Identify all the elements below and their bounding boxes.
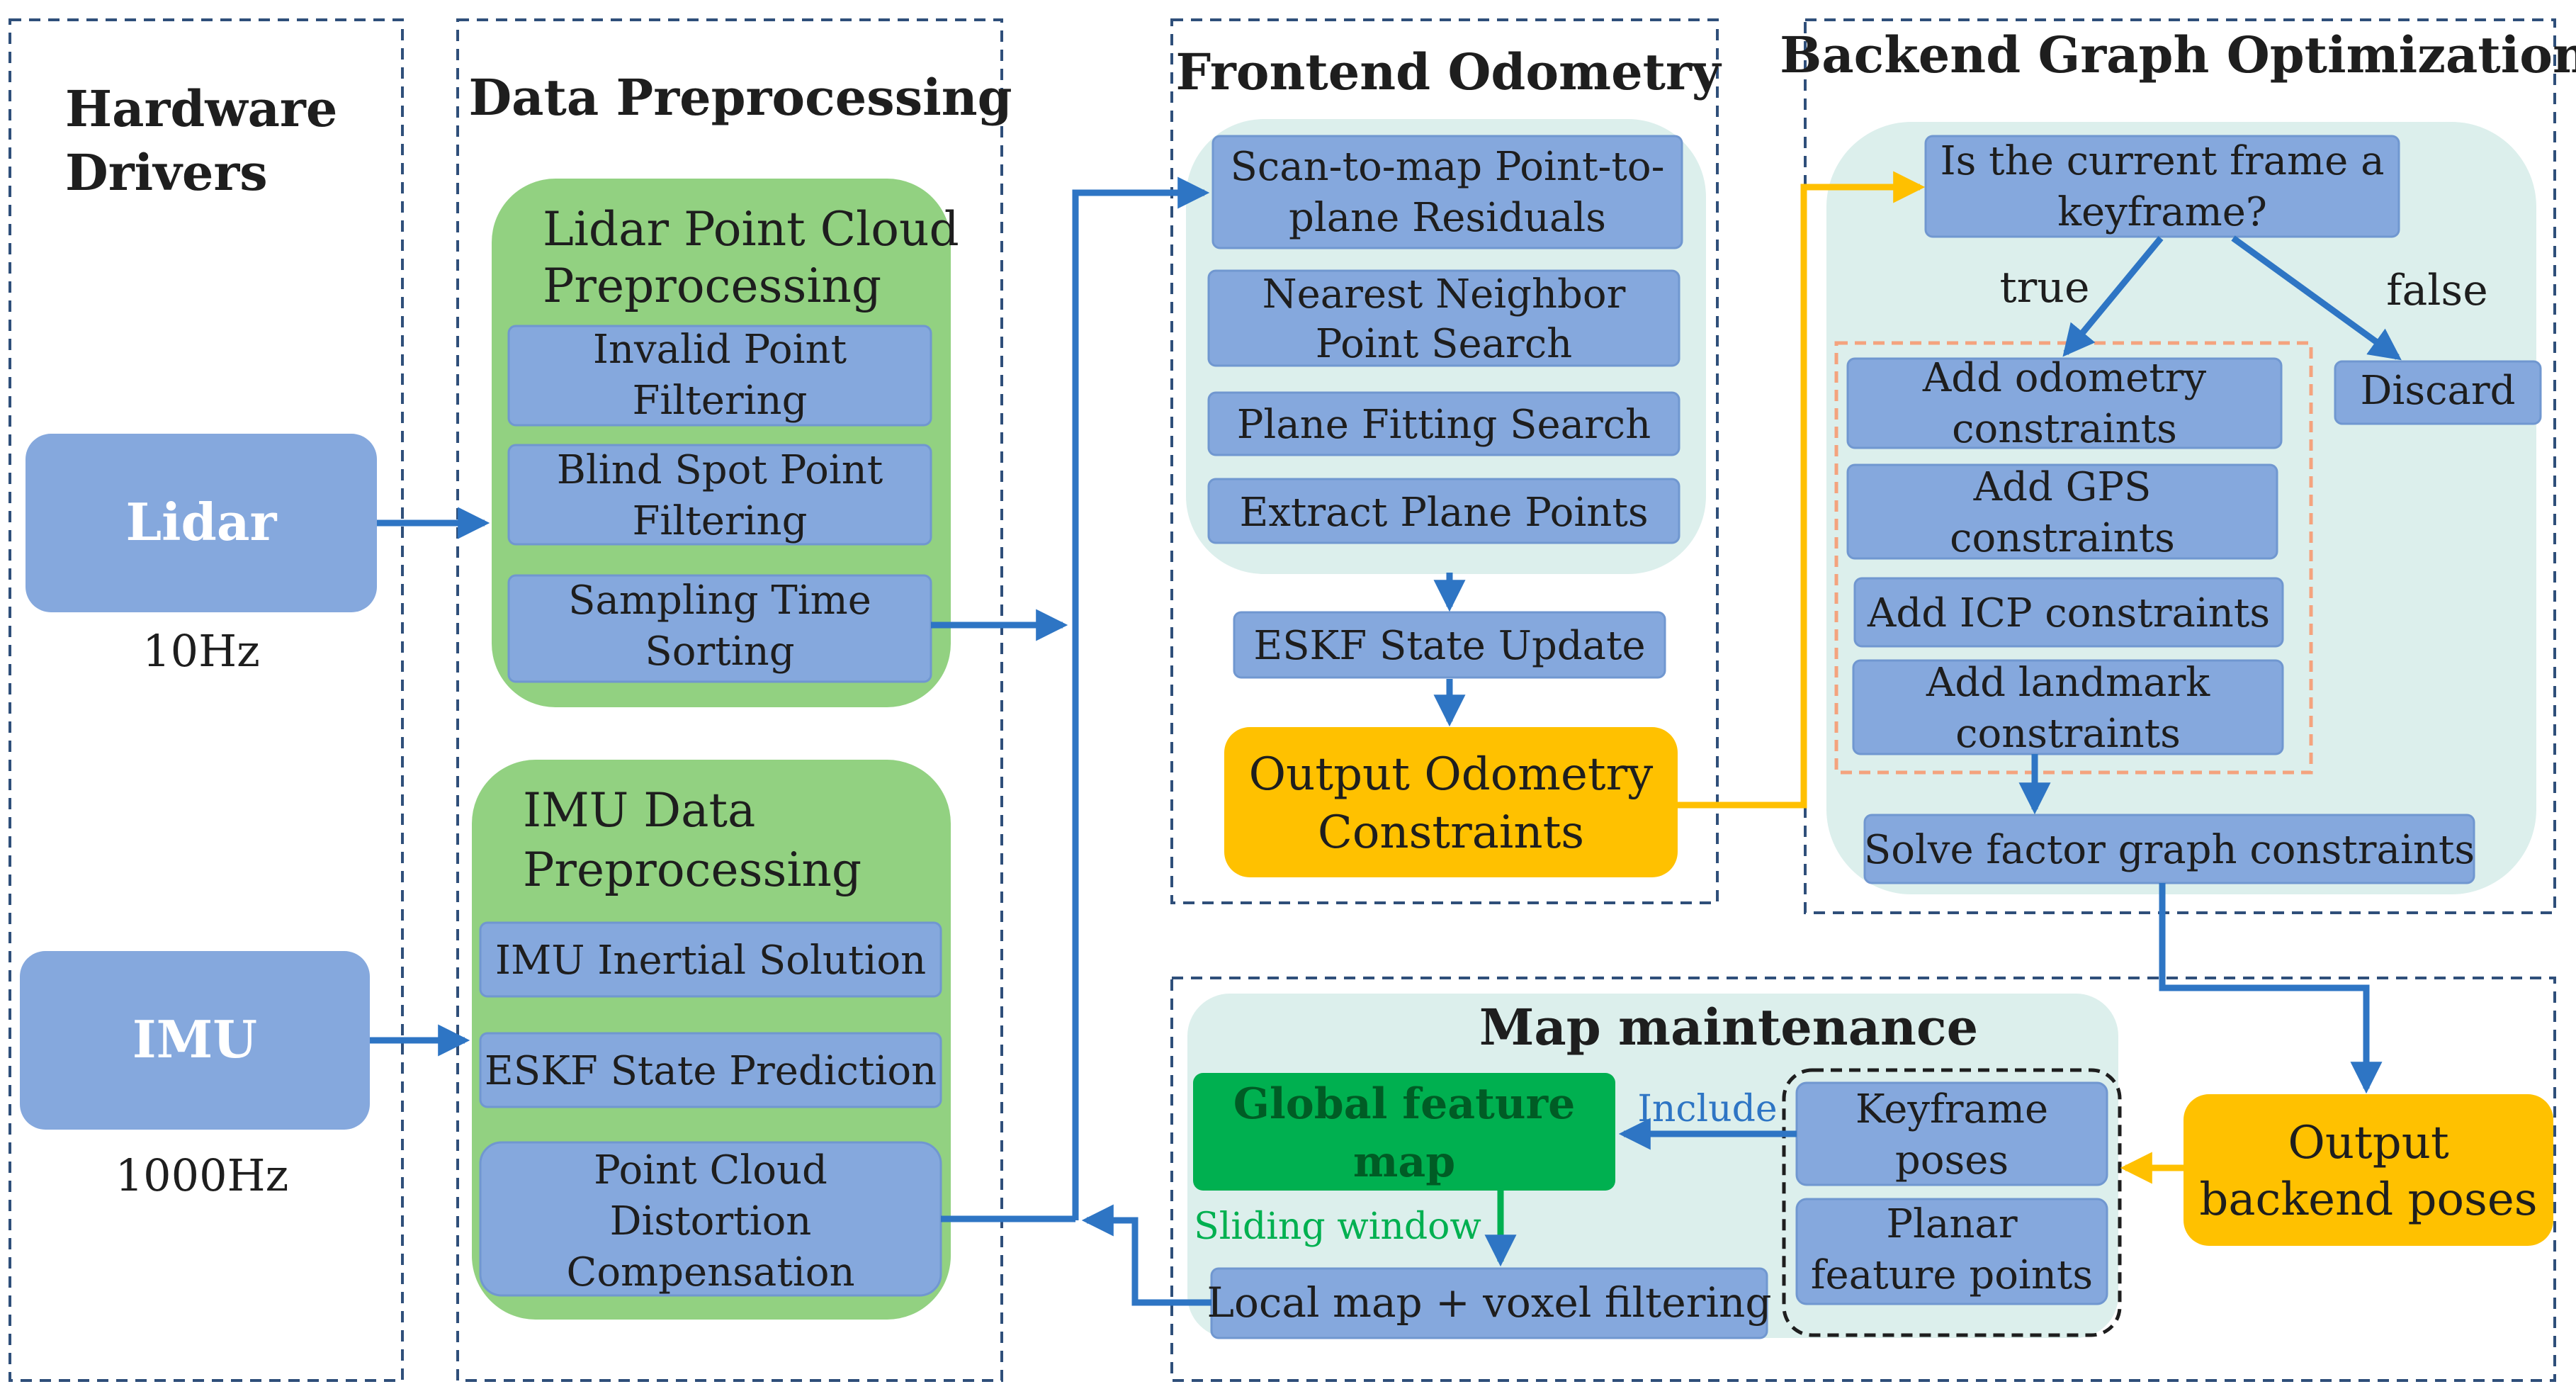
- blind-line1: Blind Spot Point: [557, 447, 883, 493]
- imu-rate: 1000Hz: [115, 1149, 289, 1201]
- eskf-state-prediction-box: [479, 1032, 942, 1108]
- imu-box: [20, 951, 370, 1130]
- keyframe-group-dashed: [1782, 1068, 2122, 1337]
- add-odometry-box: [1846, 357, 2283, 449]
- distortion-line3: Compensation: [566, 1249, 854, 1295]
- invalid-line2: Filtering: [633, 378, 808, 424]
- backend-title: Backend Graph Optimization: [1780, 26, 2576, 84]
- lidar-panel-title-line1: Lidar Point Cloud: [543, 202, 959, 257]
- landmark-line1: Add landmark: [1926, 660, 2210, 706]
- arrow-bus-to-frontend: [1072, 176, 1210, 1220]
- scan-line1: Scan-to-map Point-to-: [1230, 144, 1664, 190]
- hardware-title-line1: Hardware: [65, 79, 337, 138]
- hardware-title-line2: Drivers: [65, 143, 268, 202]
- keyframe-line1: Keyframe: [1855, 1086, 2048, 1132]
- scan-to-map-box: [1211, 135, 1683, 249]
- frontend-title: Frontend Odometry: [1175, 43, 1722, 101]
- scan-line2: plane Residuals: [1289, 195, 1606, 241]
- extract-label: Extract Plane Points: [1239, 490, 1648, 536]
- imu-panel-title-line2: Preprocessing: [523, 843, 862, 897]
- eskf-prediction-label: ESKF State Prediction: [485, 1048, 937, 1094]
- distortion-line2: Distortion: [610, 1198, 812, 1244]
- sampling-line1: Sampling Time: [568, 578, 871, 624]
- map-title: Map maintenance: [1479, 998, 1978, 1057]
- gps-line1: Add GPS: [1973, 464, 2152, 510]
- discard-label: Discard: [2361, 368, 2516, 414]
- lidar-rate: 10Hz: [142, 625, 260, 677]
- sampling-time-sorting-box: [507, 574, 932, 683]
- odom-line2: constraints: [1952, 406, 2177, 452]
- landmark-line2: constraints: [1955, 711, 2181, 757]
- imu-label: IMU: [132, 1009, 257, 1069]
- hardware-drivers-frame: [9, 18, 404, 1382]
- true-label: true: [2000, 263, 2090, 313]
- blind-spot-filtering-box: [507, 444, 932, 546]
- solve-label: Solve factor graph constraints: [1864, 827, 2475, 873]
- sampling-line2: Sorting: [645, 629, 794, 675]
- output-backend-line1: Output: [2288, 1117, 2449, 1169]
- nn-line2: Point Search: [1316, 321, 1573, 367]
- invalid-line1: Invalid Point: [593, 327, 847, 373]
- imu-inertial-label: IMU Inertial Solution: [495, 938, 926, 984]
- constraints-group-dashed: [1834, 341, 2313, 775]
- planar-points-box: [1795, 1198, 2108, 1305]
- question-line2: keyframe?: [2057, 189, 2267, 235]
- distortion-line1: Point Cloud: [594, 1147, 827, 1193]
- frontend-odometry-frame: [1170, 18, 1719, 904]
- global-line2: map: [1353, 1137, 1455, 1187]
- planar-line2: feature points: [1811, 1252, 2093, 1298]
- arrow-keyframe-false: [2231, 235, 2402, 361]
- eskf-update-label: ESKF State Update: [1253, 623, 1645, 669]
- question-line1: Is the current frame a: [1941, 138, 2385, 184]
- eskf-state-update-box: [1233, 611, 1666, 679]
- arrow-localmap-to-bus: [1081, 1204, 1211, 1306]
- false-label: false: [2386, 266, 2487, 315]
- invalid-point-filtering-box: [507, 325, 932, 427]
- sliding-window-label: Sliding window: [1194, 1205, 1481, 1248]
- nearest-neighbor-box: [1207, 269, 1680, 367]
- imu-panel-title-line1: IMU Data: [523, 783, 755, 838]
- lidar-box: [26, 434, 377, 612]
- output-odometry-line1: Output Odometry: [1249, 748, 1654, 801]
- global-line1: Global feature: [1233, 1079, 1576, 1129]
- plane-fitting-box: [1207, 391, 1680, 456]
- add-gps-box: [1846, 463, 2278, 560]
- gps-line2: constraints: [1950, 515, 2175, 561]
- nn-line1: Nearest Neighbor: [1262, 271, 1626, 317]
- odom-line1: Add odometry: [1922, 355, 2207, 401]
- solve-factor-graph-box: [1863, 814, 2475, 884]
- output-backend-line2: backend poses: [2199, 1174, 2537, 1226]
- lidar-label: Lidar: [126, 492, 278, 552]
- global-feature-map-box: [1193, 1073, 1615, 1191]
- data-preprocessing-frame: [456, 18, 1003, 1382]
- arrow-keyframe-true: [2062, 236, 2164, 357]
- keyframe-line2: poses: [1895, 1137, 2009, 1183]
- extract-plane-box: [1207, 478, 1680, 544]
- add-landmark-box: [1852, 659, 2284, 755]
- imu-inertial-solution-box: [479, 921, 942, 998]
- add-icp-box: [1853, 577, 2284, 648]
- discard-box: [2334, 360, 2542, 425]
- lidar-panel-title-line2: Preprocessing: [543, 259, 881, 313]
- icp-label: Add ICP constraints: [1867, 590, 2270, 636]
- preprocessing-title: Data Preprocessing: [468, 68, 1012, 127]
- arrow-solve-to-output-poses: [2159, 883, 2383, 1094]
- keyframe-question-box: [1924, 135, 2400, 238]
- local-map-label: Local map + voxel filtering: [1207, 1278, 1772, 1327]
- blind-line2: Filtering: [633, 498, 808, 544]
- map-maintenance-frame: [1170, 977, 2556, 1382]
- output-backend-poses-box: [2184, 1094, 2553, 1246]
- arrow-odometry-to-backend: [1678, 171, 1926, 809]
- include-label: Include: [1637, 1088, 1777, 1130]
- planar-line1: Planar: [1886, 1201, 2017, 1247]
- plane-fit-label: Plane Fitting Search: [1237, 402, 1651, 448]
- output-odometry-box: [1224, 727, 1678, 877]
- output-odometry-line2: Constraints: [1318, 806, 1584, 859]
